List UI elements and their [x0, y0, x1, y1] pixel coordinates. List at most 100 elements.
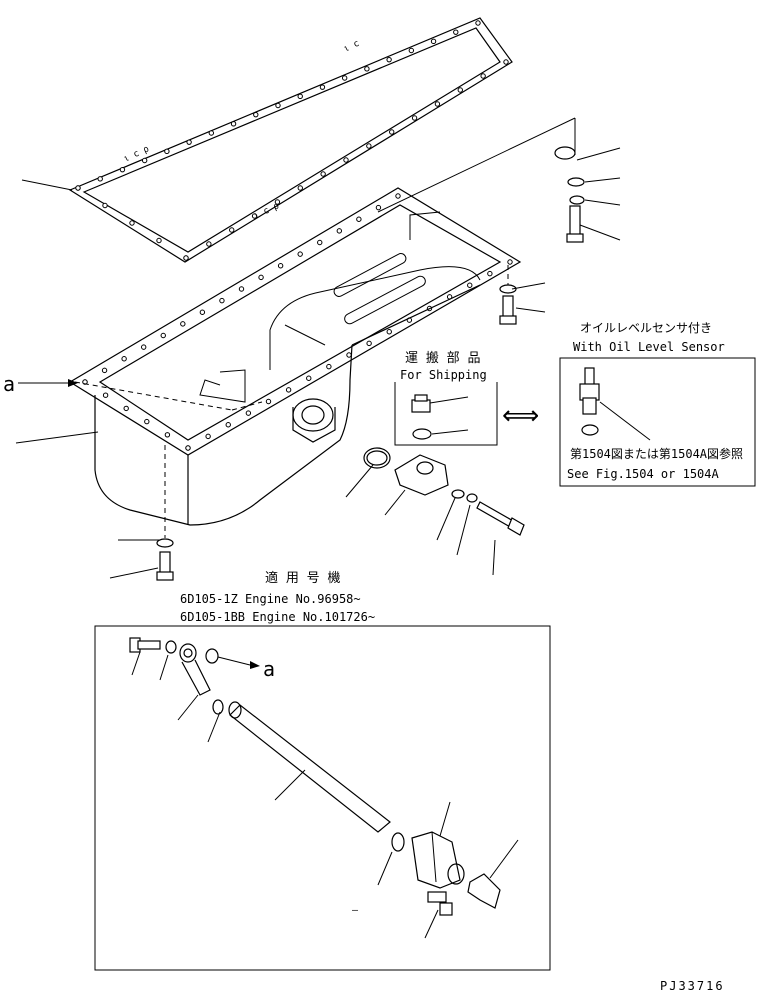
hex-bolt-right-top [566, 205, 584, 243]
pan-bolt-hole [123, 405, 129, 412]
gasket-bolt-hole [156, 237, 162, 244]
gasket-bolt-hole [253, 111, 259, 118]
pan-bolt-hole [164, 432, 171, 438]
gasket-bolt-hole [186, 139, 192, 145]
gasket-bolt-hole [389, 129, 395, 135]
gasket-bolt-hole [386, 56, 392, 63]
gasket-bolt-hole [430, 38, 437, 45]
gasket-bolt-hole [274, 199, 281, 205]
pan-bolt-hole [245, 410, 252, 416]
gasket-bolt-hole [206, 241, 212, 247]
gasket-bolt-hole [411, 115, 418, 121]
pan-bolt-hole [205, 433, 211, 440]
sensor-ref-jp: 第1504図または第1504A図参照 [570, 446, 743, 461]
banjo-bolt [129, 637, 161, 653]
gasket-bolt-hole [343, 157, 349, 163]
gasket-bolt-hole [141, 157, 148, 164]
pan-bolt-hole [306, 375, 312, 381]
pipe-flange-block [411, 831, 465, 889]
gasket-bolt-hole [434, 101, 441, 107]
gasket-bolt-hole [364, 66, 370, 72]
leader-lines [15, 147, 621, 939]
eye-joint [179, 643, 211, 696]
svg-text:ι c: ι c [342, 39, 361, 55]
pan-bolt-hole [140, 344, 147, 350]
gasket-bolt-hole [341, 75, 348, 81]
pan-bolt-hole [102, 392, 109, 398]
gasket-bolt-hole [297, 185, 303, 191]
gasket-bolt-hole [183, 255, 189, 261]
pan-bolt-hole [375, 204, 382, 211]
pan-bolt-hole [285, 387, 292, 393]
pan-bolt-hole [386, 329, 392, 335]
pan-bolt-hole [507, 259, 513, 265]
pan-bolt-hole [101, 367, 108, 374]
sensor-label-jp: オイルレベルセンサ付き [580, 321, 712, 335]
gasket-bolt-hole [275, 102, 281, 109]
flange-bolt-inset [427, 891, 453, 916]
long-bolt [476, 501, 525, 536]
applicable-label: 適 用 号 機 [265, 570, 340, 586]
gasket-bolt-hole [230, 121, 237, 127]
sensor-label-en: With Oil Level Sensor [573, 340, 725, 354]
oil-level-sensor [579, 367, 600, 415]
pan-bolt-hole [185, 445, 191, 451]
pan-bolt-hole [160, 332, 166, 339]
gasket-bolt-hole [297, 93, 303, 100]
oil-level-sensor-box: オイルレベルセンサ付き With Oil Level Sensor 第1504図… [559, 321, 756, 487]
pan-bolt-hole [121, 356, 127, 362]
oil-pipe-inset: a — [94, 625, 551, 971]
gasket-bolt-hole [453, 29, 459, 35]
applicable-line-1: 6D105-1Z Engine No.96958~ [180, 592, 361, 606]
inset-dash: — [352, 905, 359, 916]
oil-pan-gasket: ι c ρ ι c ι c ρ [68, 17, 513, 263]
pan-bolt-hole [356, 216, 362, 222]
port-cover-assembly [363, 447, 525, 536]
pan-bolt-hole [219, 297, 225, 304]
sensor-ref-en: See Fig.1504 or 1504A [567, 467, 719, 481]
pan-bolt-hole [317, 239, 323, 246]
gasket-bolt-hole [97, 176, 103, 182]
hex-bolt-right-flange [499, 295, 517, 325]
pan-bolt-hole [366, 340, 372, 347]
shipping-parts-box: 運 搬 部 品 For Shipping [394, 351, 498, 446]
pan-bolt-hole [144, 418, 150, 425]
gasket-bolt-hole [503, 59, 509, 65]
gasket-bolt-hole [102, 202, 108, 209]
gasket-bolt-hole [475, 20, 481, 26]
gasket-bolt-hole [319, 84, 326, 90]
gasket-bolt-hole [480, 73, 486, 79]
pan-bolt-hole [336, 228, 343, 234]
gasket-bolt-hole [129, 220, 135, 226]
plug [411, 394, 431, 413]
gasket-bolt-hole [366, 143, 372, 149]
gasket-bolt-hole [208, 130, 215, 136]
pan-bolt-hole [265, 398, 272, 405]
gasket-bolt-hole [408, 47, 415, 54]
shipping-label-jp: 運 搬 部 品 [405, 351, 480, 366]
gasket-bolt-hole [229, 227, 235, 233]
hex-bolt-bottom-left [156, 551, 174, 581]
gasket-bolt-hole [75, 185, 81, 191]
applicable-line-2: 6D105-1BB Engine No.101726~ [180, 610, 375, 624]
gasket-bolt-hole [320, 171, 326, 177]
pan-bolt-hole [467, 282, 473, 288]
figure-code: PJ33716 [660, 979, 725, 993]
pan-bolt-hole [199, 309, 206, 315]
gasket-bolt-hole [164, 148, 170, 155]
pan-bolt-hole [346, 352, 352, 358]
pan-bolt-hole [487, 270, 493, 277]
callout-a: a [3, 372, 15, 396]
callout-a-inset: a [263, 657, 275, 681]
pan-bolt-hole [277, 263, 284, 269]
pan-bolt-hole [238, 286, 245, 292]
plug-inset [467, 873, 501, 909]
pan-bolt-hole [225, 422, 231, 428]
oil-pipe [228, 701, 391, 833]
pan-bolt-hole [297, 251, 303, 257]
gasket-bolt-hole [119, 166, 126, 173]
gasket-bolt-hole [251, 213, 258, 219]
gasket-bolt-hole [457, 87, 463, 93]
pan-bolt-hole [395, 193, 401, 199]
